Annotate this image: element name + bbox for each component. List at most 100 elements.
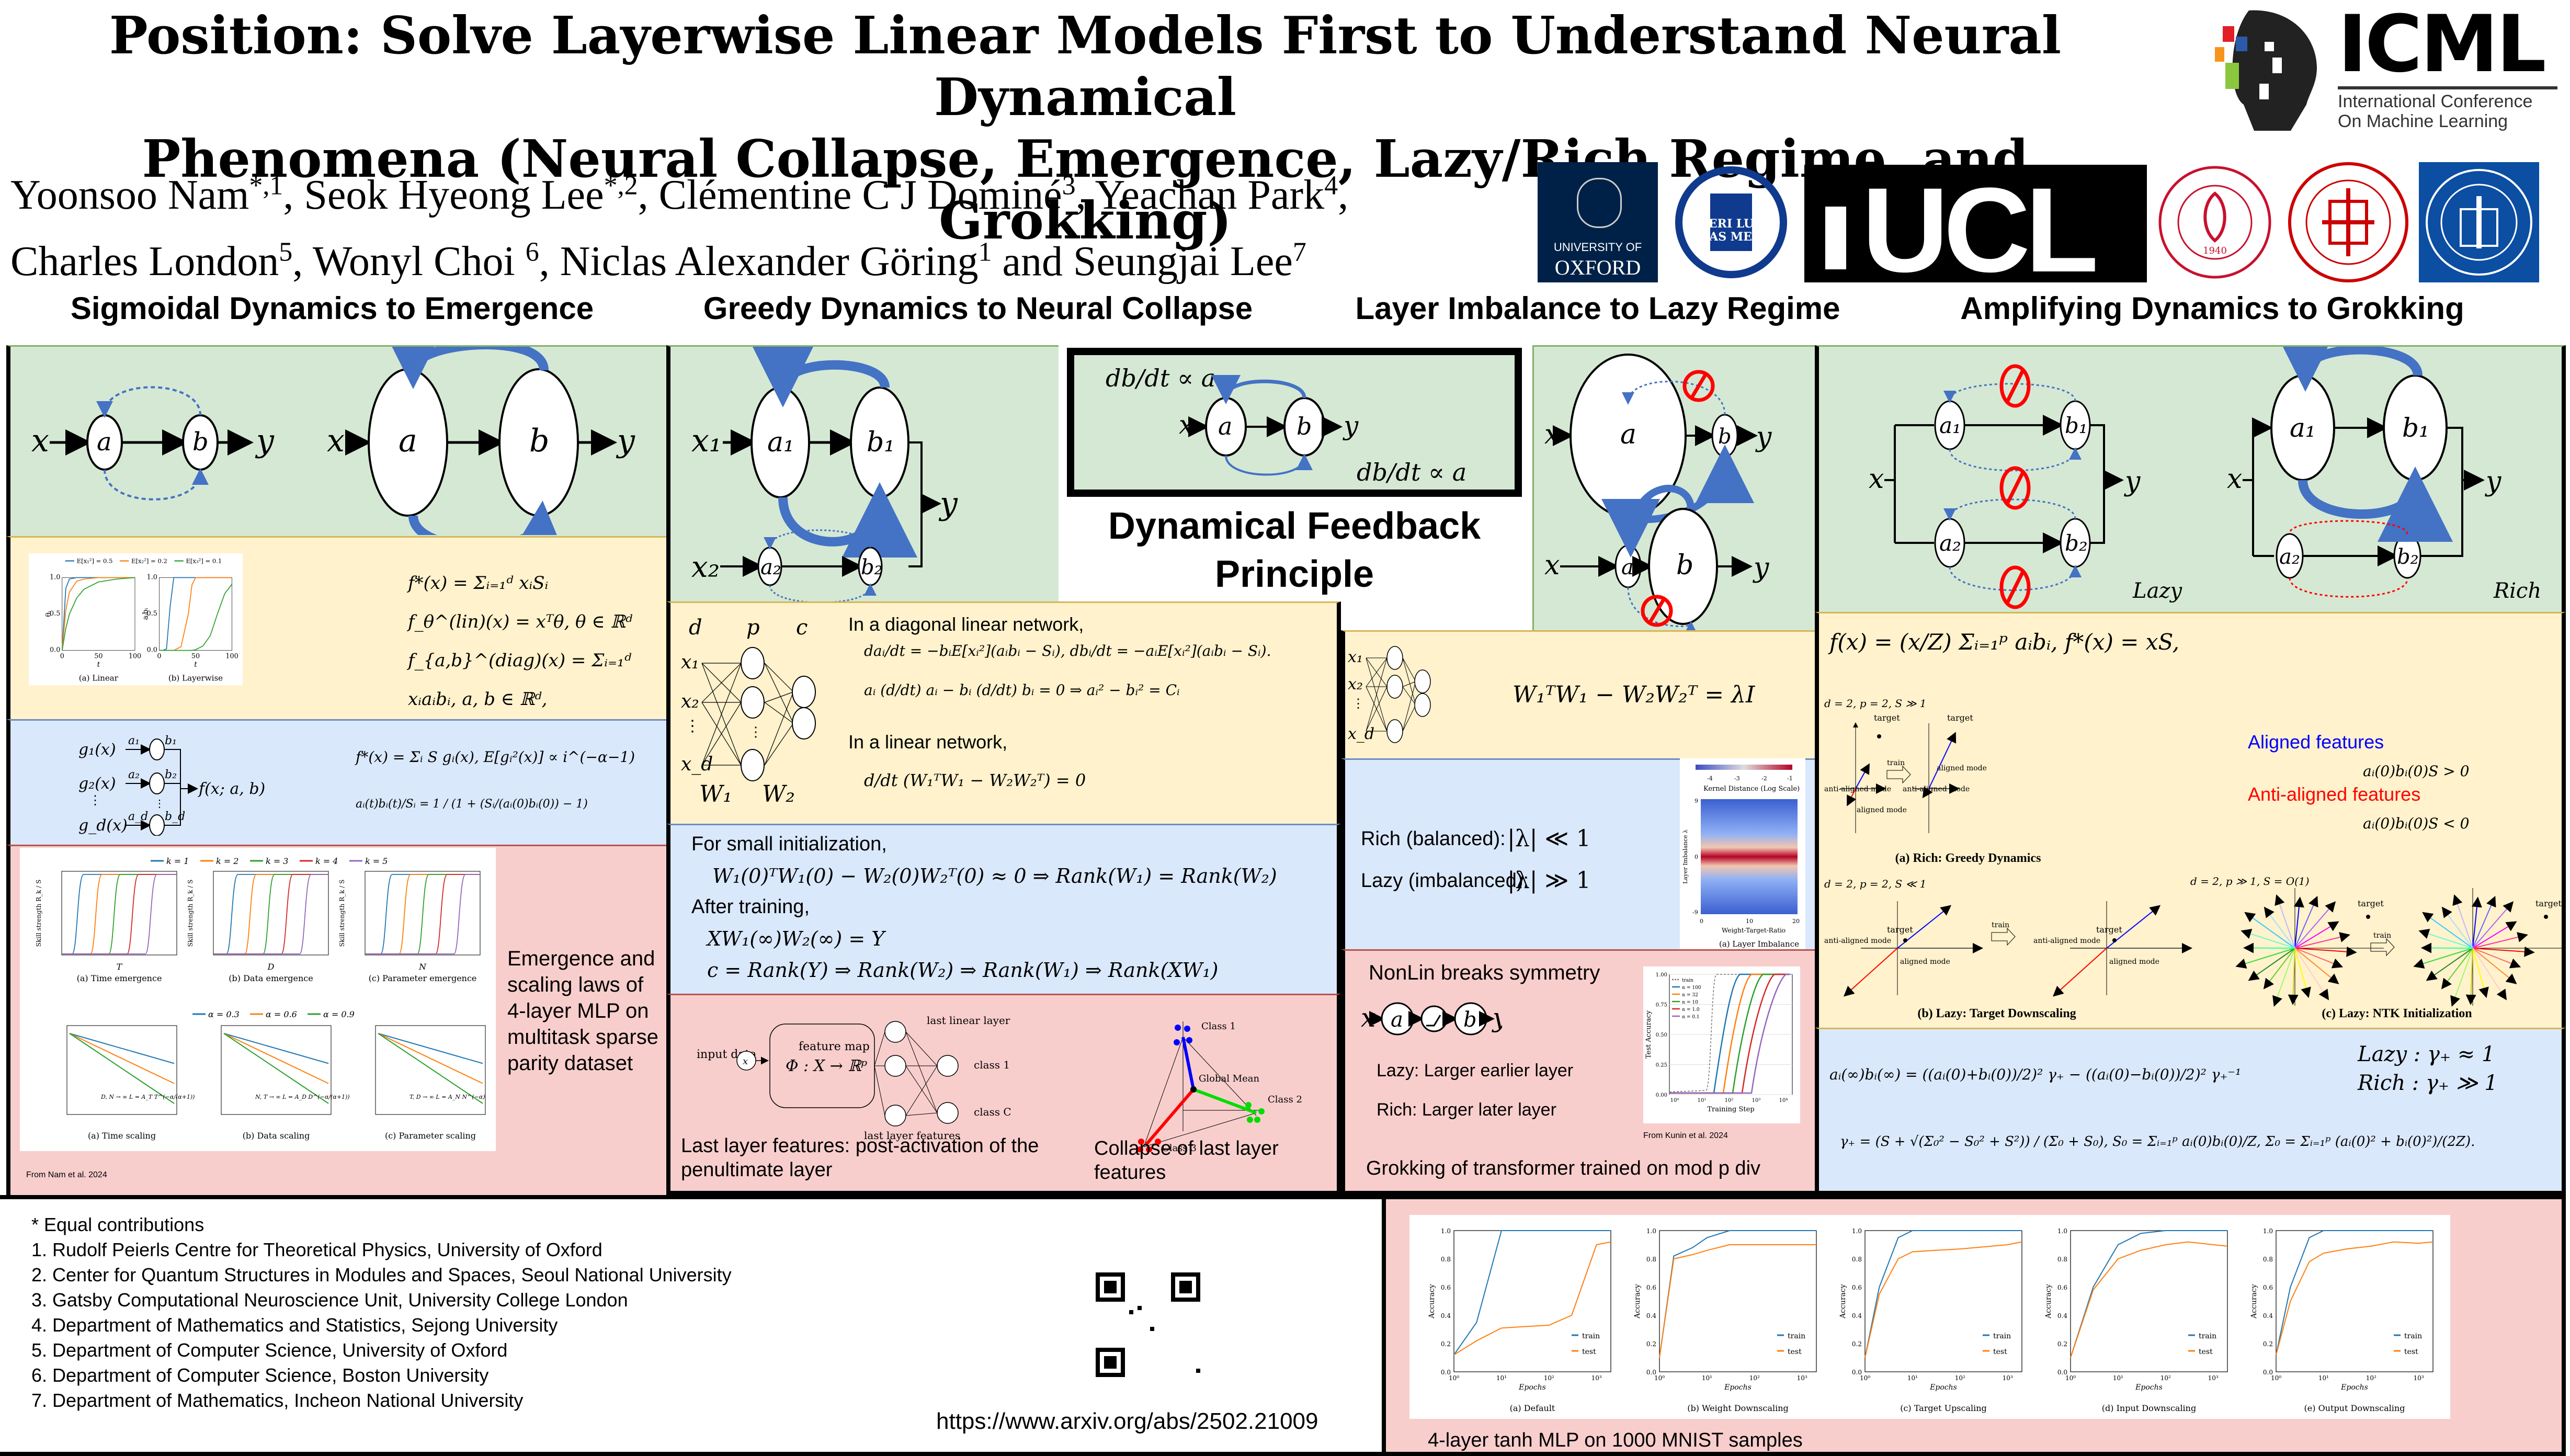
svg-text:x₁: x₁: [691, 423, 722, 459]
series-line-train: [1864, 1230, 2022, 1358]
forbidden-icon: [1641, 595, 1673, 627]
y-tick-label: 0.0: [1852, 1369, 1862, 1376]
emergence-diagram-panel: x a b y x a b y: [6, 313, 666, 579]
svg-text:target: target: [2096, 925, 2122, 935]
icml-logo: ICML International Conference On Machine…: [2186, 5, 2563, 136]
svg-text:Kernel Distance (Log Scale): Kernel Distance (Log Scale): [1703, 785, 1800, 793]
target-function-eq: f*(x) = Σᵢ₌₁ᵈ xᵢSᵢ: [408, 573, 549, 594]
sejong-logo: 1940: [2155, 162, 2275, 282]
svg-text:g_d(x): g_d(x): [78, 816, 128, 835]
final-product-eq: aᵢ(∞)bᵢ(∞) = ((aᵢ(0)+bᵢ(0))/2)² γ₊ − ((a…: [1829, 1066, 2242, 1083]
target-point: [2544, 915, 2548, 919]
aligned-features-eq: aᵢ(0)bᵢ(0)S > 0: [2363, 763, 2470, 780]
y-tick-label: 1.0: [147, 573, 157, 581]
section-heading-emergence: Sigmoidal Dynamics to Emergence: [70, 291, 594, 326]
x-axis-label: Epochs: [2135, 1383, 2163, 1392]
svg-text:x₂: x₂: [681, 691, 699, 712]
small-init-heading: For small initialization,: [691, 833, 887, 855]
x-axis-label: t: [97, 661, 100, 669]
after-training-heading: After training,: [691, 896, 810, 918]
scaling-line: [69, 1033, 175, 1104]
equal-contribution-note: * Equal contributions: [31, 1214, 204, 1235]
y-tick-label: 0.4: [1646, 1312, 1656, 1320]
author: Niclas Alexander Göring1: [560, 237, 992, 285]
y-tick-label: 0.6: [2057, 1284, 2067, 1291]
last-layer-features-caption: Last layer features: post-activation of …: [681, 1135, 1039, 1181]
legend-label: test: [1582, 1348, 1596, 1356]
scaling-line: [378, 1033, 483, 1064]
svg-text:⋮: ⋮: [685, 717, 700, 735]
y-tick-label: 0.8: [1441, 1256, 1451, 1263]
legend-label: train: [1788, 1332, 1805, 1340]
svg-text:b₁: b₁: [867, 427, 895, 458]
svg-text:Class 2: Class 2: [1268, 1094, 1302, 1105]
svg-text:x_d: x_d: [1348, 725, 1374, 743]
icml-subtitle-1: International Conference: [2338, 92, 2533, 111]
svg-text:x_d: x_d: [681, 754, 713, 775]
qr-code-icon[interactable]: [1096, 1272, 1200, 1377]
x-tick-label: 10⁰: [1654, 1374, 1665, 1382]
arxiv-link[interactable]: https://www.arxiv.org/abs/2502.21009: [936, 1408, 1318, 1434]
chart-caption: (c) Parameter emergence: [369, 973, 477, 983]
incheon-logo: [2419, 162, 2539, 282]
svg-text:⋮: ⋮: [1352, 696, 1364, 711]
section-heading-lazy: Layer Imbalance to Lazy Regime: [1355, 291, 1840, 326]
y-tick-label: 0.0: [50, 646, 60, 654]
train-curve: [1669, 974, 1792, 1093]
y-tick-label: 1.0: [1646, 1227, 1656, 1235]
setting-rich: d = 2, p = 2, S ≫ 1: [1824, 697, 1927, 710]
ntk-feature-arrow: [2263, 948, 2295, 989]
x-axis-label: Epochs: [1929, 1383, 1957, 1392]
series-line-E[x₃²] = 0.1: [159, 584, 233, 651]
svg-text:g₂(x): g₂(x): [78, 775, 116, 793]
svg-text:y: y: [2124, 466, 2141, 497]
setting-ntk: d = 2, p ≫ 1, S = O(1): [2190, 875, 2310, 888]
ntk-feature-arrow: [2465, 948, 2476, 1005]
series-line-train: [2070, 1230, 2227, 1358]
principle-feedback-diagram: db/dt ∝ a x a b y db/dt ∝ a: [1106, 364, 1466, 486]
legend-label: k = 4: [315, 856, 338, 866]
emergence-curve: [213, 874, 328, 954]
svg-text:train: train: [1992, 921, 2009, 929]
svg-text:-1: -1: [1787, 775, 1793, 782]
affiliation-list: 1. Rudolf Peierls Centre for Theoretical…: [31, 1237, 732, 1413]
x-tick-label: 10⁰: [1860, 1374, 1870, 1382]
collapse-rank-panel: For small initialization, W₁(0)ᵀW₁(0) − …: [666, 824, 1341, 994]
poster-title: Position: Solve Layerwise Linear Models …: [0, 5, 2170, 252]
svg-text:20: 20: [1792, 918, 1800, 925]
svg-text:b₂: b₂: [165, 768, 177, 781]
svg-text:db/dt ∝ a: db/dt ∝ a: [1357, 458, 1466, 486]
chart-caption: (b) Layerwise: [168, 674, 223, 683]
svg-text:class 1: class 1: [974, 1059, 1010, 1071]
principle-title: Dynamical Feedback Principle: [1108, 505, 1481, 595]
svg-text:y: y: [938, 485, 958, 522]
section-heading-grokking: Amplifying Dynamics to Grokking: [1960, 291, 2464, 326]
test-curve: [1669, 973, 1790, 1094]
svg-text:a: a: [1621, 555, 1634, 579]
author: Seok Hyeong Lee*,2: [304, 170, 638, 218]
legend-label: α = 0.3: [208, 1009, 240, 1019]
y-axis-label: aᵢbᵢ: [141, 608, 150, 620]
qr-finder: [1104, 1281, 1117, 1293]
collapse-features-panel: input data x feature map Φ : X → ℝᵖ last…: [666, 994, 1341, 1195]
chart-caption: (e) Output Downscaling: [2304, 1403, 2405, 1413]
series-line-train: [2276, 1230, 2433, 1355]
x-axis-label: Training Step: [1707, 1106, 1754, 1113]
y-axis-label: Accuracy: [1428, 1284, 1436, 1319]
author: Wonyl Choi 6: [312, 237, 539, 285]
legend-label: α = 1.0: [1682, 1007, 1700, 1013]
svg-text:last linear layer: last linear layer: [927, 1016, 1010, 1027]
svg-text:db/dt ∝ a: db/dt ∝ a: [1106, 364, 1215, 392]
ntk-feature-arrow: [2294, 901, 2336, 949]
svg-text:aligned mode: aligned mode: [1937, 764, 1987, 772]
target-label: target: [2358, 898, 2384, 908]
emergence-equations: f*(x) = Σᵢ₌₁ᵈ xᵢSᵢ f_θ^(lin)(x) = xᵀθ, θ…: [408, 564, 666, 719]
ntk-feature-arrow: [2293, 896, 2304, 949]
svg-text:anti-aligned mode: anti-aligned mode: [2033, 937, 2100, 945]
ntk-feature-arrow: [2441, 948, 2473, 989]
scaling-line: [223, 1033, 329, 1064]
ntk-feature-arrow: [2472, 948, 2521, 969]
affiliation: 5. Department of Computer Science, Unive…: [31, 1339, 508, 1361]
